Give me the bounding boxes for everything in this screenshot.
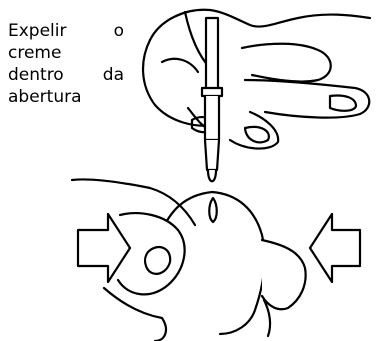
upper-hand-palm-outline	[141, 38, 217, 127]
upper-hand-fingernail-2	[243, 125, 270, 144]
upper-hand	[141, 8, 372, 150]
applicator-flange	[200, 86, 224, 98]
instruction-word: o	[113, 21, 124, 41]
instruction-line-2: creme	[8, 42, 124, 64]
upper-hand-fingernail-1	[328, 94, 358, 112]
instruction-word: da	[102, 65, 124, 85]
teat-outline	[158, 190, 266, 336]
instruction-text: Expelir o creme dentro da abertura	[8, 20, 124, 108]
lower-hand-thumbnail	[143, 245, 172, 275]
applicator-tip	[203, 138, 221, 172]
instruction-line-3: dentro da	[8, 64, 124, 86]
lower-hand-thumb	[116, 212, 186, 296]
instruction-word: creme	[8, 43, 62, 63]
applicator-nozzle	[206, 168, 218, 183]
upper-hand-back-outline	[148, 8, 372, 42]
arrow-right-icon	[76, 212, 132, 284]
lower-hand-finger	[260, 238, 307, 311]
instruction-word: abertura	[8, 87, 82, 107]
arrow-left-icon	[308, 212, 362, 284]
lower-hand	[70, 178, 307, 341]
upper-hand-crease	[160, 57, 200, 74]
instruction-word: Expelir	[8, 21, 67, 41]
lower-hand-finger-line	[262, 298, 272, 338]
teat	[158, 190, 266, 336]
applicator-plunger	[204, 16, 220, 92]
instruction-word: dentro	[8, 65, 64, 85]
instruction-line-1: Expelir o	[8, 20, 124, 42]
teat-opening	[208, 196, 218, 224]
applicator-barrel	[203, 94, 221, 142]
applicator	[200, 16, 224, 183]
upper-hand-ring-finger	[228, 110, 280, 150]
instruction-line-4: abertura	[8, 86, 124, 108]
lower-hand-bottom-outline	[102, 286, 168, 341]
upper-hand-middle-finger	[243, 78, 371, 119]
lower-hand-top-outline	[70, 178, 197, 227]
upper-hand-index-finger	[240, 42, 332, 83]
